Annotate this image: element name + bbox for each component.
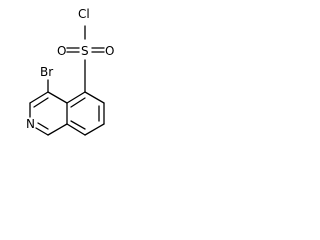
bond-c7-c8 bbox=[84, 123, 105, 136]
bond-c1-n2 bbox=[35, 127, 49, 136]
bond-c5-c6 bbox=[84, 91, 105, 104]
chemical-structure: Cl S O O Br N bbox=[26, 7, 114, 136]
oxygen-right-label: O bbox=[105, 44, 114, 58]
bond-c4a-c5 bbox=[66, 91, 86, 104]
bond-c3-c4-inner bbox=[33, 97, 49, 108]
bond-c3-c4 bbox=[29, 91, 49, 104]
sulfur-label: S bbox=[81, 44, 89, 58]
chlorine-label: Cl bbox=[78, 7, 90, 21]
bond-c8-c8a-inner bbox=[70, 120, 86, 130]
bond-c4a-c5-inner bbox=[70, 97, 86, 108]
bond-c4-c4a bbox=[47, 91, 68, 104]
bond-c1-n2-inner bbox=[37, 122, 49, 130]
nitrogen-label: N bbox=[26, 117, 35, 131]
bond-c8a-c1 bbox=[47, 123, 68, 136]
bond-c8-c8a bbox=[66, 123, 86, 136]
oxygen-left-label: O bbox=[57, 44, 66, 58]
bromine-label: Br bbox=[40, 65, 53, 79]
